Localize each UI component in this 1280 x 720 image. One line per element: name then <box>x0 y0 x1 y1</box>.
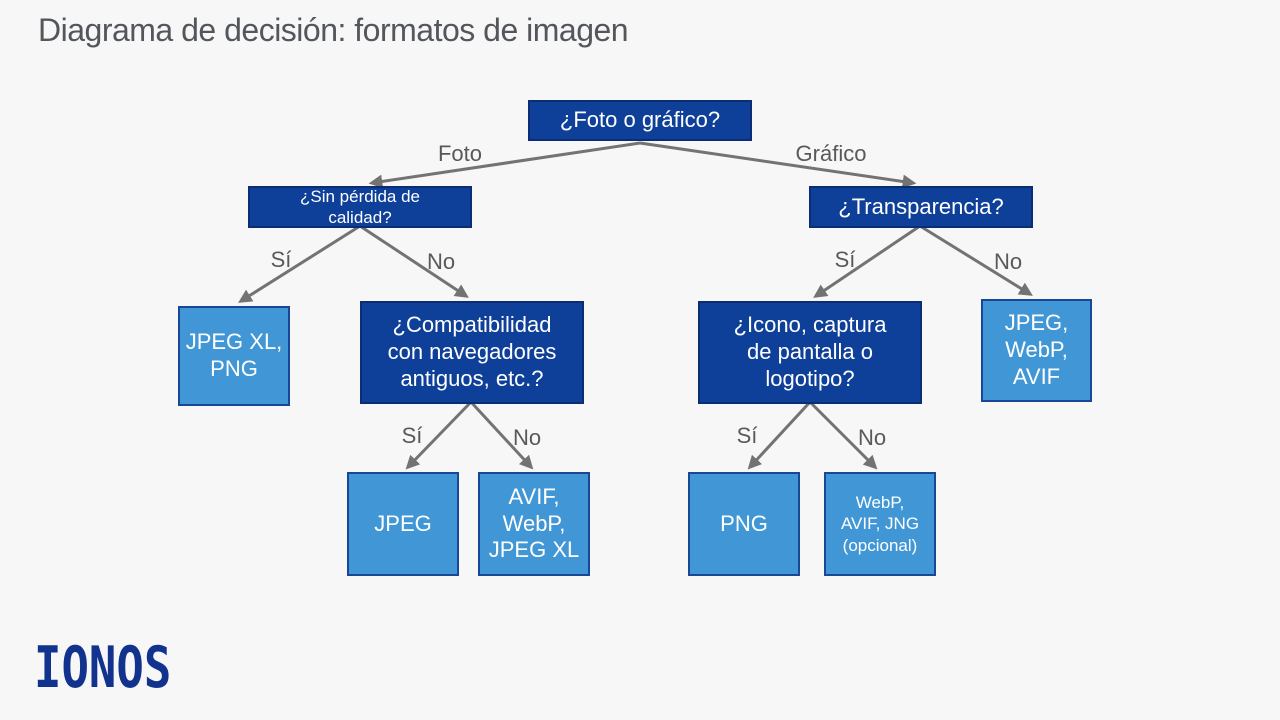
edge-label-no-compat: No <box>512 425 542 450</box>
ionos-logo: IONOS <box>34 635 172 701</box>
edge-compat-no <box>469 400 534 470</box>
edge-label-no-lossless: No <box>426 249 456 274</box>
node-result-jpeg-webp-avif: JPEG, WebP, AVIF <box>981 299 1092 402</box>
edge-label-foto: Foto <box>437 141 483 166</box>
node-result-avif-webp-jpegxl: AVIF, WebP, JPEG XL <box>478 472 590 576</box>
node-compatibilidad-navegadores: ¿Compatibilidad con navegadores antiguos… <box>360 301 584 404</box>
node-result-jpeg: JPEG <box>347 472 459 576</box>
edge-label-si-transparency: Sí <box>834 247 856 272</box>
page-title: Diagrama de decisión: formatos de imagen <box>38 12 629 48</box>
edge-label-no-transparency: No <box>993 249 1023 274</box>
edge-lossless-no <box>359 224 469 298</box>
edge-root-grafico <box>639 141 917 189</box>
edge-transparency-si <box>813 224 921 298</box>
edge-lossless-si <box>238 224 361 303</box>
edge-label-si-lossless: Sí <box>270 247 292 272</box>
edge-root-foto <box>368 141 641 189</box>
edge-label-no-icon: No <box>857 425 887 450</box>
edge-label-si-icon: Sí <box>736 423 758 448</box>
edge-transparency-no <box>919 224 1033 296</box>
node-result-png: PNG <box>688 472 800 576</box>
node-result-webp-avif-jng: WebP, AVIF, JNG (opcional) <box>824 472 936 576</box>
edge-compat-si <box>405 400 473 470</box>
node-transparencia: ¿Transparencia? <box>809 186 1033 228</box>
edge-label-si-compat: Sí <box>401 423 423 448</box>
node-icono-captura-logotipo: ¿Icono, captura de pantalla o logotipo? <box>698 301 922 404</box>
node-result-jpegxl-png: JPEG XL, PNG <box>178 306 290 406</box>
node-foto-o-grafico: ¿Foto o gráfico? <box>528 100 752 141</box>
node-sin-perdida-calidad: ¿Sin pérdida de calidad? <box>248 186 472 228</box>
edge-icon-no <box>808 400 878 470</box>
edge-icon-si <box>747 400 812 470</box>
edge-label-grafico: Gráfico <box>795 141 867 166</box>
